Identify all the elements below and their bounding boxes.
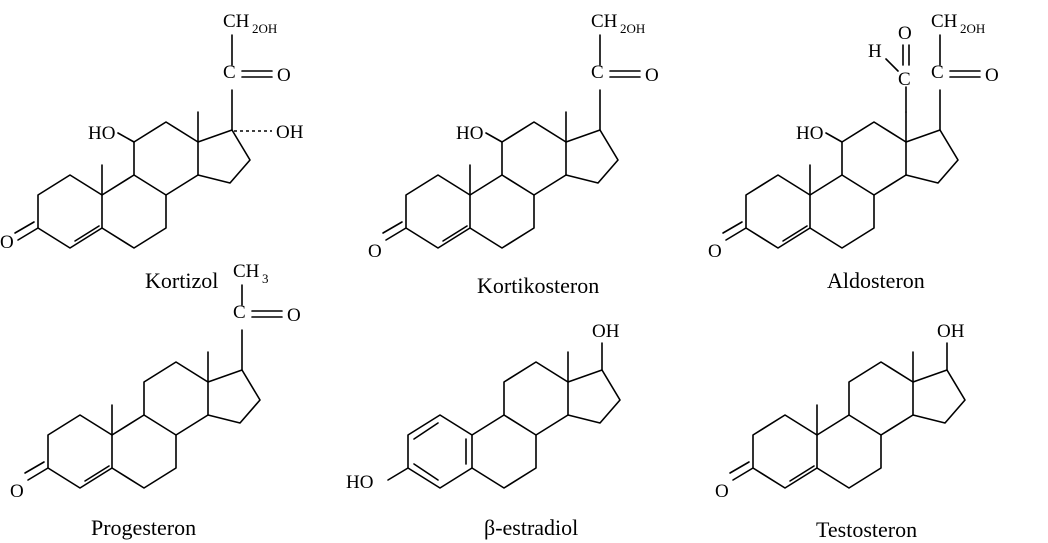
carbonyl-o-label: O [985,65,999,86]
name-estradiol: β-estradiol [484,515,578,540]
ch2oh-sub-label: 2OH [252,21,277,36]
carbonyl-o-label: O [277,65,291,86]
molecule-kortikosteron: O HO C O CH 2OH [368,11,659,262]
aldehyde-o-label: O [898,23,912,44]
hydroxy-3-label: HO [346,472,373,493]
oxo-label: O [0,232,14,253]
molecule-kortizol: O HO C O CH 2OH OH [0,11,304,253]
oh-17-label: OH [937,321,965,342]
carbonyl-c-label: C [591,62,604,83]
name-progesteron: Progesteron [91,515,196,540]
carbonyl-o-label: O [287,305,301,326]
ch2oh-sub-label: 2OH [620,21,645,36]
name-kortikosteron: Kortikosteron [477,273,599,298]
molecule-progesteron: O C O CH 3 [10,261,301,502]
name-testosteron: Testosteron [816,517,917,542]
aldehyde-h-label: H [868,41,882,62]
carbonyl-c-label: C [931,62,944,83]
ch3-sub-label: 3 [262,271,269,286]
hydroxy-label: HO [88,123,115,144]
oxo-label: O [368,241,382,262]
carbonyl-c-label: C [223,62,236,83]
carbonyl-c-label: C [233,302,246,323]
molecule-testosteron: O OH [715,321,966,502]
ch-label: CH [591,11,618,32]
oh-17-label: OH [592,321,620,342]
ch-label: CH [931,11,958,32]
oxo-label: O [708,241,722,262]
molecule-aldosteron: O HO C O H C O CH 2OH [708,11,999,262]
ch-label: CH [233,261,260,282]
aldehyde-c-label: C [898,69,911,90]
oxo-label: O [10,481,24,502]
ch2oh-sub-label: 2OH [960,21,985,36]
name-kortizol: Kortizol [145,268,218,293]
hydroxy-label: HO [456,123,483,144]
hydroxy-label: HO [796,123,823,144]
carbonyl-o-label: O [645,65,659,86]
molecule-estradiol: HO OH [346,321,621,493]
oh-17-label: OH [276,122,304,143]
name-aldosteron: Aldosteron [827,268,925,293]
oxo-label: O [715,481,729,502]
ch-label: CH [223,11,250,32]
